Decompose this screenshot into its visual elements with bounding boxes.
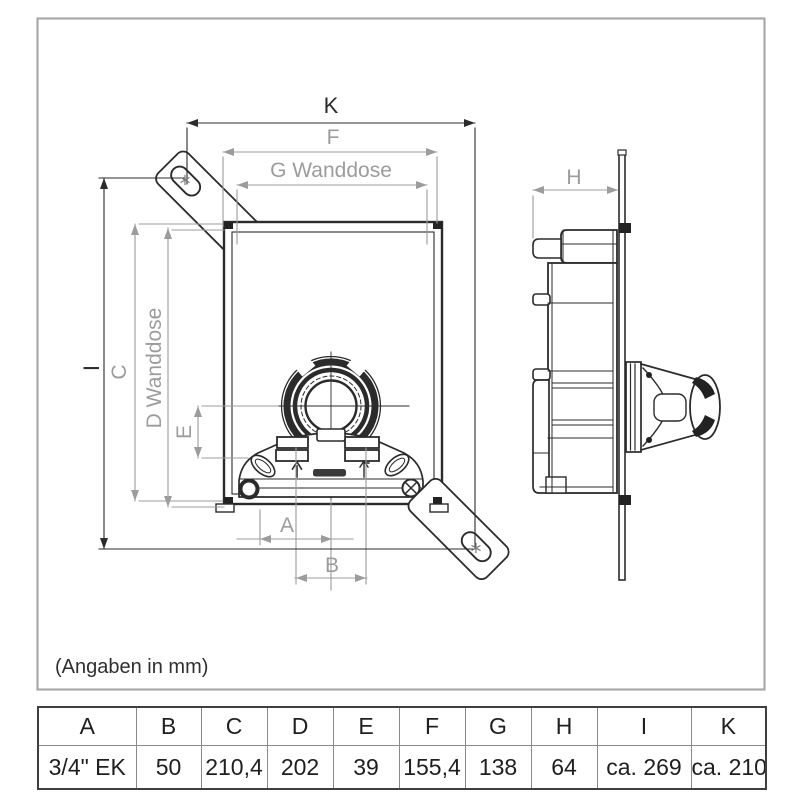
front-view: [155, 150, 510, 580]
table-value-cell: ca. 210: [690, 745, 767, 790]
table-value-cell: 3/4" EK: [37, 745, 137, 790]
dimension-arrows-black: [100, 119, 475, 549]
table-value-cell: 39: [332, 745, 400, 790]
table-header-cell: G: [464, 706, 532, 746]
dim-label-b: B: [325, 554, 339, 577]
table-header-cell: H: [530, 706, 598, 746]
table-header-cell: K: [690, 706, 767, 746]
dim-label-h: H: [566, 166, 581, 189]
base-slot-left: [250, 454, 276, 478]
table-value-cell: 138: [464, 745, 532, 790]
table-value-cell: 202: [266, 745, 334, 790]
dimensions: K F G Wanddose H I C D Wanddose E A B: [79, 93, 619, 591]
table-header-cell: F: [398, 706, 466, 746]
table-value-cell: 155,4: [398, 745, 466, 790]
fixing-point-marker-top: [180, 174, 190, 186]
hose-connector-side: [625, 361, 721, 453]
table-value-row: 3/4" EK 50 210,4 202 39 155,4 138 64 ca.…: [37, 745, 767, 790]
dim-label-i: I: [79, 365, 104, 371]
clamp-jaw: [344, 436, 380, 449]
dim-label-e: E: [173, 425, 196, 439]
dimension-arrows-gray: [131, 148, 618, 582]
table-value-cell: 210,4: [200, 745, 268, 790]
table-header-cell: E: [332, 706, 400, 746]
units-note: (Angaben in mm): [55, 656, 209, 678]
wall-plate: [618, 151, 626, 581]
clamp-base: [238, 428, 424, 500]
table-header-cell: A: [37, 706, 137, 746]
dimension-table: A B C D E F G H I K 3/4" EK 50 210,4 202…: [37, 706, 767, 790]
dim-label-c: C: [108, 364, 131, 379]
clamp-jaw: [275, 449, 309, 462]
base-bolt-left: [238, 478, 260, 500]
dim-label-a: A: [280, 514, 294, 537]
table-header-cell: C: [200, 706, 268, 746]
dim-label-k: K: [324, 93, 339, 118]
dim-label-g-wanddose: G Wanddose: [270, 159, 392, 182]
table-value-cell: ca. 269: [596, 745, 692, 790]
table-value-cell: 50: [135, 745, 202, 790]
table-header-cell: I: [596, 706, 692, 746]
clamp-jaw: [344, 449, 380, 462]
table-value-cell: 64: [530, 745, 598, 790]
base-slot-right: [384, 453, 410, 477]
table-header-cell: D: [266, 706, 334, 746]
clip-arrow-left: [291, 460, 303, 478]
clamp-jaw: [276, 436, 309, 449]
table-header-cell: B: [135, 706, 202, 746]
brand-logo-mark: [313, 469, 346, 477]
side-view: [532, 149, 721, 581]
fixing-point-marker-bottom: [471, 542, 481, 554]
dim-label-f: F: [327, 126, 340, 149]
dim-label-d-wanddose: D Wanddose: [143, 308, 166, 429]
housing-profile: [532, 229, 618, 494]
table-header-row: A B C D E F G H I K: [37, 706, 767, 746]
